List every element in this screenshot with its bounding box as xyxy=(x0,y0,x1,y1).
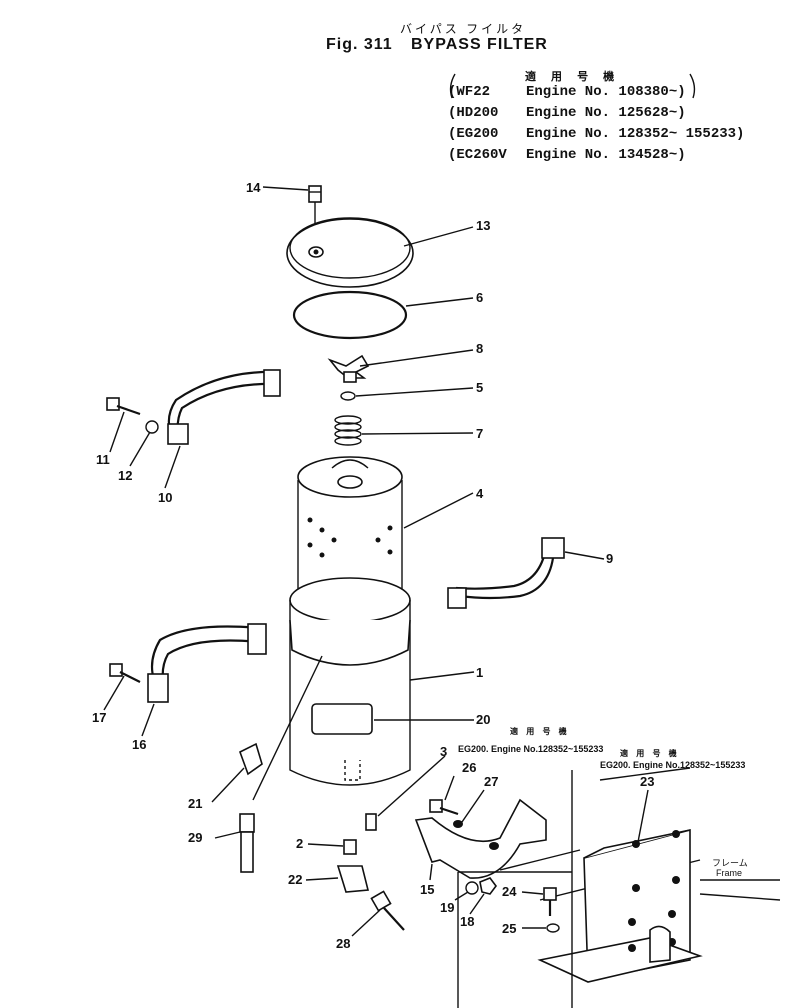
callout-12: 12 xyxy=(118,468,133,483)
callout-10: 10 xyxy=(158,490,173,505)
bracket-applicability-heading: 適 用 号 機 xyxy=(510,727,570,736)
applicability-engine-3: Engine No. 134528~) xyxy=(526,147,686,163)
stand-applicability: EG200. Engine No.128352~155233 xyxy=(600,760,746,770)
part-13-cover xyxy=(286,217,414,288)
callout-15: 15 xyxy=(420,882,435,897)
part-12-washer xyxy=(145,420,159,434)
part-21-elbow xyxy=(239,742,263,776)
title-japanese: バイパス フイルタ xyxy=(400,22,527,36)
applicability-engine-0: Engine No. 108380~) xyxy=(526,84,686,100)
part-5-washer xyxy=(340,391,356,401)
bracket-applicability: EG200. Engine No.128352~155233 xyxy=(458,744,604,754)
part-24-bolt xyxy=(543,887,557,916)
part-7-spring xyxy=(334,415,362,446)
figure-title: BYPASS FILTER xyxy=(411,36,548,53)
figure-number: Fig. 311 xyxy=(326,36,393,53)
applicability-model-0: (WF22 xyxy=(448,84,491,100)
callout-28: 28 xyxy=(336,936,351,951)
frame-label-jp: フレーム xyxy=(712,858,748,868)
callout-1: 1 xyxy=(476,665,484,680)
callout-26: 26 xyxy=(462,760,477,775)
callout-7: 7 xyxy=(476,426,484,441)
part-18-nut xyxy=(479,877,497,895)
callout-leaders xyxy=(103,186,649,937)
part-10-band xyxy=(167,369,281,445)
part-20-nameplate xyxy=(311,703,373,735)
part-19-washer xyxy=(465,881,479,895)
callout-18: 18 xyxy=(460,914,475,929)
callout-19: 19 xyxy=(440,900,455,915)
part-3-plug xyxy=(365,813,377,831)
applicability-model-3: (EC260V xyxy=(448,147,507,163)
part-17-bolt xyxy=(109,663,141,683)
applicability-engine-1: Engine No. 125628~) xyxy=(526,105,686,121)
callout-9: 9 xyxy=(606,551,614,566)
callout-8: 8 xyxy=(476,341,484,356)
stand-applicability-frame xyxy=(457,770,573,1008)
part-6-o-ring xyxy=(292,290,408,340)
part-29-hose xyxy=(239,813,255,873)
stand-applicability-heading: 適 用 号 機 xyxy=(620,749,680,758)
part-25-washer xyxy=(546,923,560,933)
applicability-bracket-right xyxy=(689,73,696,99)
callout-20: 20 xyxy=(476,712,491,727)
applicability-bracket-left xyxy=(449,73,456,99)
callout-14: 14 xyxy=(246,180,261,195)
part-9-band xyxy=(447,537,565,609)
part-23-stand xyxy=(499,767,781,983)
part-2-nipple xyxy=(343,839,357,855)
callout-13: 13 xyxy=(476,218,491,233)
callout-17: 17 xyxy=(92,710,107,725)
part-16-band xyxy=(147,623,267,703)
part-22-elbow xyxy=(336,865,370,893)
callout-3: 3 xyxy=(440,744,448,759)
part-8-wing-nut xyxy=(327,354,370,383)
applicability-heading: 適 用 号 機 xyxy=(525,71,621,83)
callout-27: 27 xyxy=(484,774,499,789)
callout-21: 21 xyxy=(188,796,203,811)
frame-label: Frame xyxy=(716,868,743,878)
part-15-bracket xyxy=(414,798,547,879)
callout-2: 2 xyxy=(296,836,304,851)
callout-4: 4 xyxy=(476,486,484,501)
applicability-model-1: (HD200 xyxy=(448,105,499,121)
callout-6: 6 xyxy=(476,290,484,305)
callout-23: 23 xyxy=(640,774,655,789)
callout-16: 16 xyxy=(132,737,147,752)
callout-22: 22 xyxy=(288,872,303,887)
callout-11: 11 xyxy=(96,452,110,467)
part-11-bolt xyxy=(106,397,141,416)
callout-5: 5 xyxy=(476,380,484,395)
applicability-engine-2: Engine No. 128352~ 155233) xyxy=(526,126,745,142)
applicability-model-2: (EG200 xyxy=(448,126,499,142)
part-28-hose xyxy=(370,890,405,931)
callout-25: 25 xyxy=(502,921,517,936)
part-26-bolt xyxy=(429,799,459,816)
part-1-case xyxy=(289,577,411,786)
callout-24: 24 xyxy=(502,884,517,899)
callout-29: 29 xyxy=(188,830,203,845)
